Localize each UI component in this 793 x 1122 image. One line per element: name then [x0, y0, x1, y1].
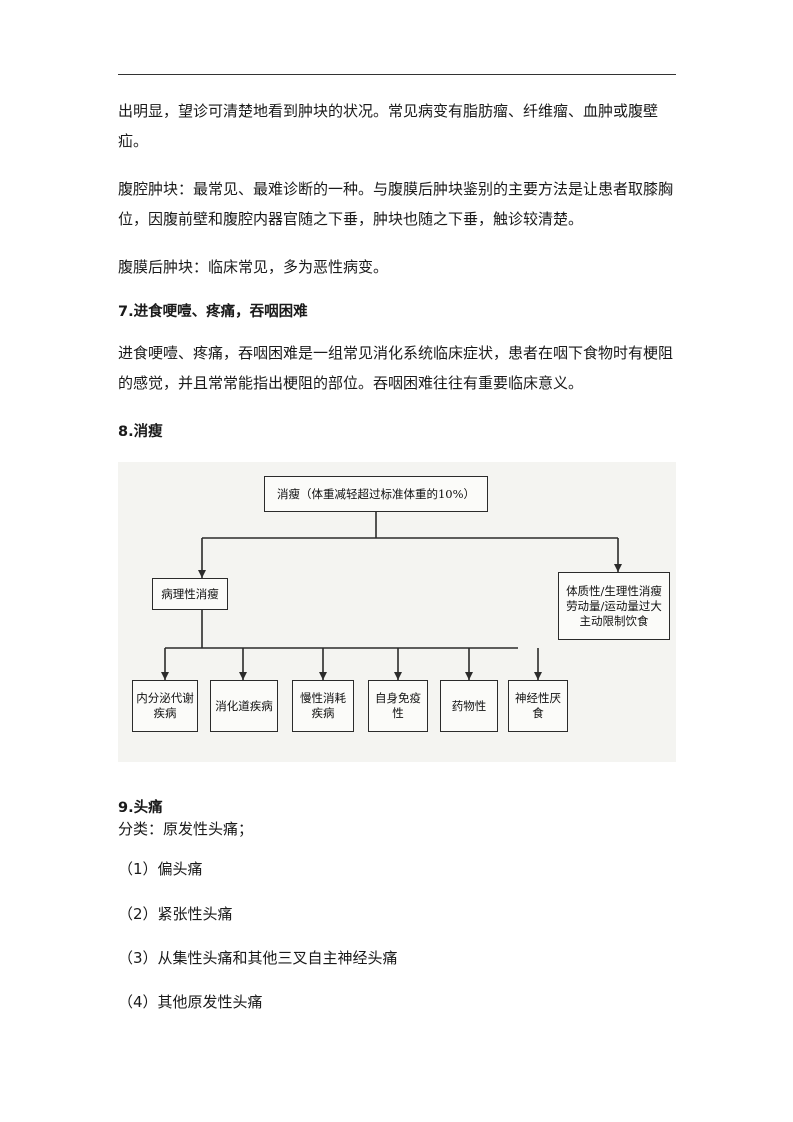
headache-classification: 分类：原发性头痛； [118, 820, 254, 838]
paragraph-abdominal-mass: 腹腔肿块：最常见、最难诊断的一种。与腹膜后肿块鉴别的主要方法是让患者取膝胸位，因… [118, 180, 674, 228]
flowchart-pathological-box: 病理性消瘦 [152, 578, 228, 610]
arrow-child-4 [394, 672, 402, 680]
headache-item-4: （4）其他原发性头痛 [118, 993, 263, 1011]
flowchart-root-box: 消瘦（体重减轻超过标准体重的10%） [264, 476, 488, 512]
headache-item-1: （1）偏头痛 [118, 860, 203, 878]
arrow-child-5 [465, 672, 473, 680]
emaciation-flowchart: 消瘦（体重减轻超过标准体重的10%） 病理性消瘦 体质性/生理性消瘦劳动量/运动… [118, 462, 676, 762]
flowchart-connectors [161, 512, 622, 680]
paragraph-mass-wall: 出明显，望诊可清楚地看到肿块的状况。常见病变有脂肪瘤、纤维瘤、血肿或腹壁疝。 [118, 102, 659, 150]
flowchart-child-digestive: 消化道疾病 [210, 680, 278, 732]
section-heading-headache: 9.头痛 [118, 800, 163, 816]
flowchart-child-drug: 药物性 [440, 680, 498, 732]
paragraph-dysphagia: 进食哽噎、疼痛，吞咽困难是一组常见消化系统临床症状，患者在咽下食物时有梗阻的感觉… [118, 344, 674, 392]
headache-item-2: （2）紧张性头痛 [118, 905, 233, 923]
header-rule [118, 74, 676, 75]
flowchart-child-anorexia: 神经性厌食 [508, 680, 568, 732]
flowchart-child-chronic: 慢性消耗疾病 [292, 680, 354, 732]
flowchart-child-autoimmune: 自身免疫性 [368, 680, 428, 732]
section-heading-dysphagia: 7.进食哽噎、疼痛，吞咽困难 [118, 304, 308, 320]
flowchart-constitutional-box: 体质性/生理性消瘦劳动量/运动量过大主动限制饮食 [558, 572, 670, 640]
arrow-child-3 [319, 672, 327, 680]
flowchart-child-endocrine: 内分泌代谢疾病 [132, 680, 198, 732]
section-heading-emaciation: 8.消瘦 [118, 424, 163, 440]
paragraph-retroperitoneal-mass: 腹膜后肿块：临床常见，多为恶性病变。 [118, 258, 389, 276]
arrow-left [198, 570, 206, 578]
headache-item-3: （3）从集性头痛和其他三叉自主神经头痛 [118, 949, 398, 967]
arrow-right [614, 564, 622, 572]
arrow-child-1 [161, 672, 169, 680]
arrow-child-2 [239, 672, 247, 680]
arrow-child-6 [534, 672, 542, 680]
